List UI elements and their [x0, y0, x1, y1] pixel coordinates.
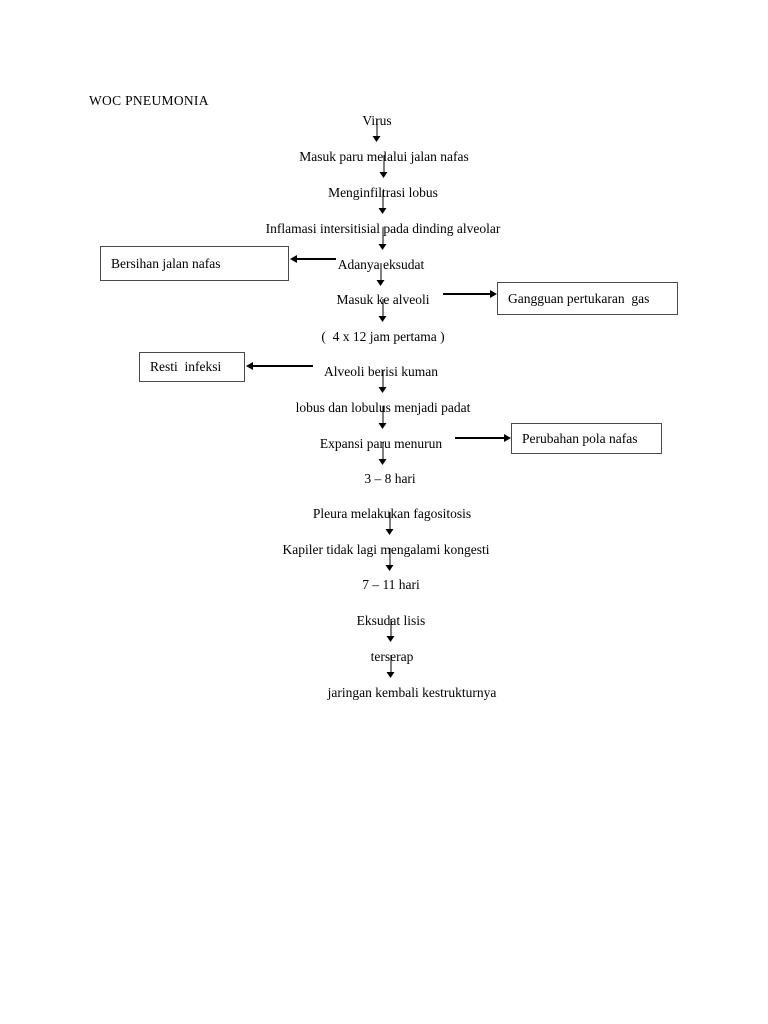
- arrow-infiltrasi-to-inflamasi: [378, 191, 388, 214]
- arrow-eksudat-to-bersihan: [290, 254, 336, 264]
- flow-node-7-11-hari: 7 – 11 hari: [362, 577, 420, 592]
- arrow-alveolikuman-to-lobus: [378, 370, 388, 393]
- arrow-head-icon: [385, 529, 394, 535]
- arrow-eksudatlisis-to-terserap: [386, 619, 396, 642]
- flow-node-3-8-hari: 3 – 8 hari: [364, 471, 416, 486]
- arrow-masukalveoli-to-jampertama: [378, 299, 388, 322]
- flow-node-masuk-alveoli: Masuk ke alveoli: [336, 292, 430, 307]
- arrow-shaft: [389, 512, 391, 530]
- arrow-expansi-to-perubahan: [455, 433, 511, 443]
- arrow-head-icon: [376, 280, 385, 286]
- flow-node-inflamasi: Inflamasi intersitisial pada dinding alv…: [265, 221, 501, 236]
- arrow-terserap-to-jaringan: [386, 655, 396, 678]
- arrow-lobus-to-expansi: [378, 406, 388, 429]
- arrow-head-icon: [490, 289, 497, 298]
- arrow-shaft: [383, 155, 385, 173]
- arrow-virus-to-masukparu: [372, 119, 382, 142]
- arrow-head-icon: [378, 423, 387, 429]
- arrow-head-icon: [378, 387, 387, 393]
- arrow-shaft: [382, 442, 384, 460]
- arrow-shaft: [297, 258, 336, 260]
- flow-node-fagositosis: Pleura melakukan fagositosis: [312, 506, 472, 521]
- flow-box-bersihan-jalan-nafas: Bersihan jalan nafas: [100, 246, 289, 281]
- arrow-masukparu-to-infiltrasi: [379, 155, 389, 178]
- arrow-shaft: [382, 191, 384, 209]
- arrow-head-icon: [385, 565, 394, 571]
- arrow-shaft: [389, 548, 391, 566]
- flow-node-terserap: terserap: [370, 649, 414, 664]
- flow-node-kapiler: Kapiler tidak lagi mengalami kongesti: [282, 542, 490, 557]
- flow-node-eksudat-lisis: Eksudat lisis: [356, 613, 426, 628]
- flow-node-alveoli-kuman: Alveoli berisi kuman: [324, 364, 438, 379]
- flow-box-perubahan-pola-nafas: Perubahan pola nafas: [511, 423, 662, 454]
- flow-box-resti-infeksi: Resti infeksi: [139, 352, 245, 382]
- arrow-alveolikuman-to-resti: [246, 361, 313, 371]
- arrow-head-icon: [386, 672, 395, 678]
- flow-box-label: Perubahan pola nafas: [522, 430, 638, 446]
- flow-node-jam-pertama: ( 4 x 12 jam pertama ): [321, 329, 445, 344]
- arrow-head-icon: [246, 361, 253, 370]
- page-title: WOC PNEUMONIA: [89, 93, 209, 108]
- arrow-head-icon: [378, 208, 387, 214]
- arrow-shaft: [390, 655, 392, 673]
- arrow-head-icon: [379, 172, 388, 178]
- arrow-head-icon: [372, 136, 381, 142]
- flow-node-expansi: Expansi paru menurun: [319, 436, 443, 451]
- flow-node-infiltrasi: Menginfiltrasi lobus: [328, 185, 438, 200]
- arrow-shaft: [376, 119, 378, 137]
- arrow-head-icon: [378, 316, 387, 322]
- arrow-shaft: [443, 293, 490, 295]
- flow-box-label: Bersihan jalan nafas: [111, 255, 221, 271]
- arrow-expansi-to-38hari: [378, 442, 388, 465]
- arrow-shaft: [380, 263, 382, 281]
- arrow-head-icon: [504, 433, 511, 442]
- flow-box-gangguan-pertukaran-gas: Gangguan pertukaran gas: [497, 282, 678, 315]
- flow-box-label: Resti infeksi: [150, 359, 222, 374]
- arrow-eksudat-to-masukalveoli: [376, 263, 386, 286]
- flow-box-label: Gangguan pertukaran gas: [508, 290, 650, 306]
- arrow-masukalveoli-to-gangguan: [443, 289, 497, 299]
- arrow-shaft: [455, 437, 504, 439]
- flow-node-jaringan: jaringan kembali kestrukturnya: [327, 685, 497, 700]
- arrow-shaft: [390, 619, 392, 637]
- arrow-shaft: [382, 406, 384, 424]
- flow-node-masuk-paru: Masuk paru melalui jalan nafas: [299, 149, 469, 164]
- arrow-head-icon: [290, 254, 297, 263]
- arrow-shaft: [382, 227, 384, 245]
- arrow-inflamasi-to-eksudat: [378, 227, 388, 250]
- arrow-kapiler-to-711hari: [385, 548, 395, 571]
- arrow-shaft: [382, 299, 384, 317]
- arrow-fagositosis-to-kapiler: [385, 512, 395, 535]
- arrow-shaft: [382, 370, 384, 388]
- arrow-head-icon: [378, 459, 387, 465]
- flow-node-lobus-padat: lobus dan lobulus menjadi padat: [295, 400, 471, 415]
- arrow-shaft: [253, 365, 313, 367]
- arrow-head-icon: [386, 636, 395, 642]
- flow-node-eksudat: Adanya eksudat: [337, 257, 425, 272]
- arrow-head-icon: [378, 244, 387, 250]
